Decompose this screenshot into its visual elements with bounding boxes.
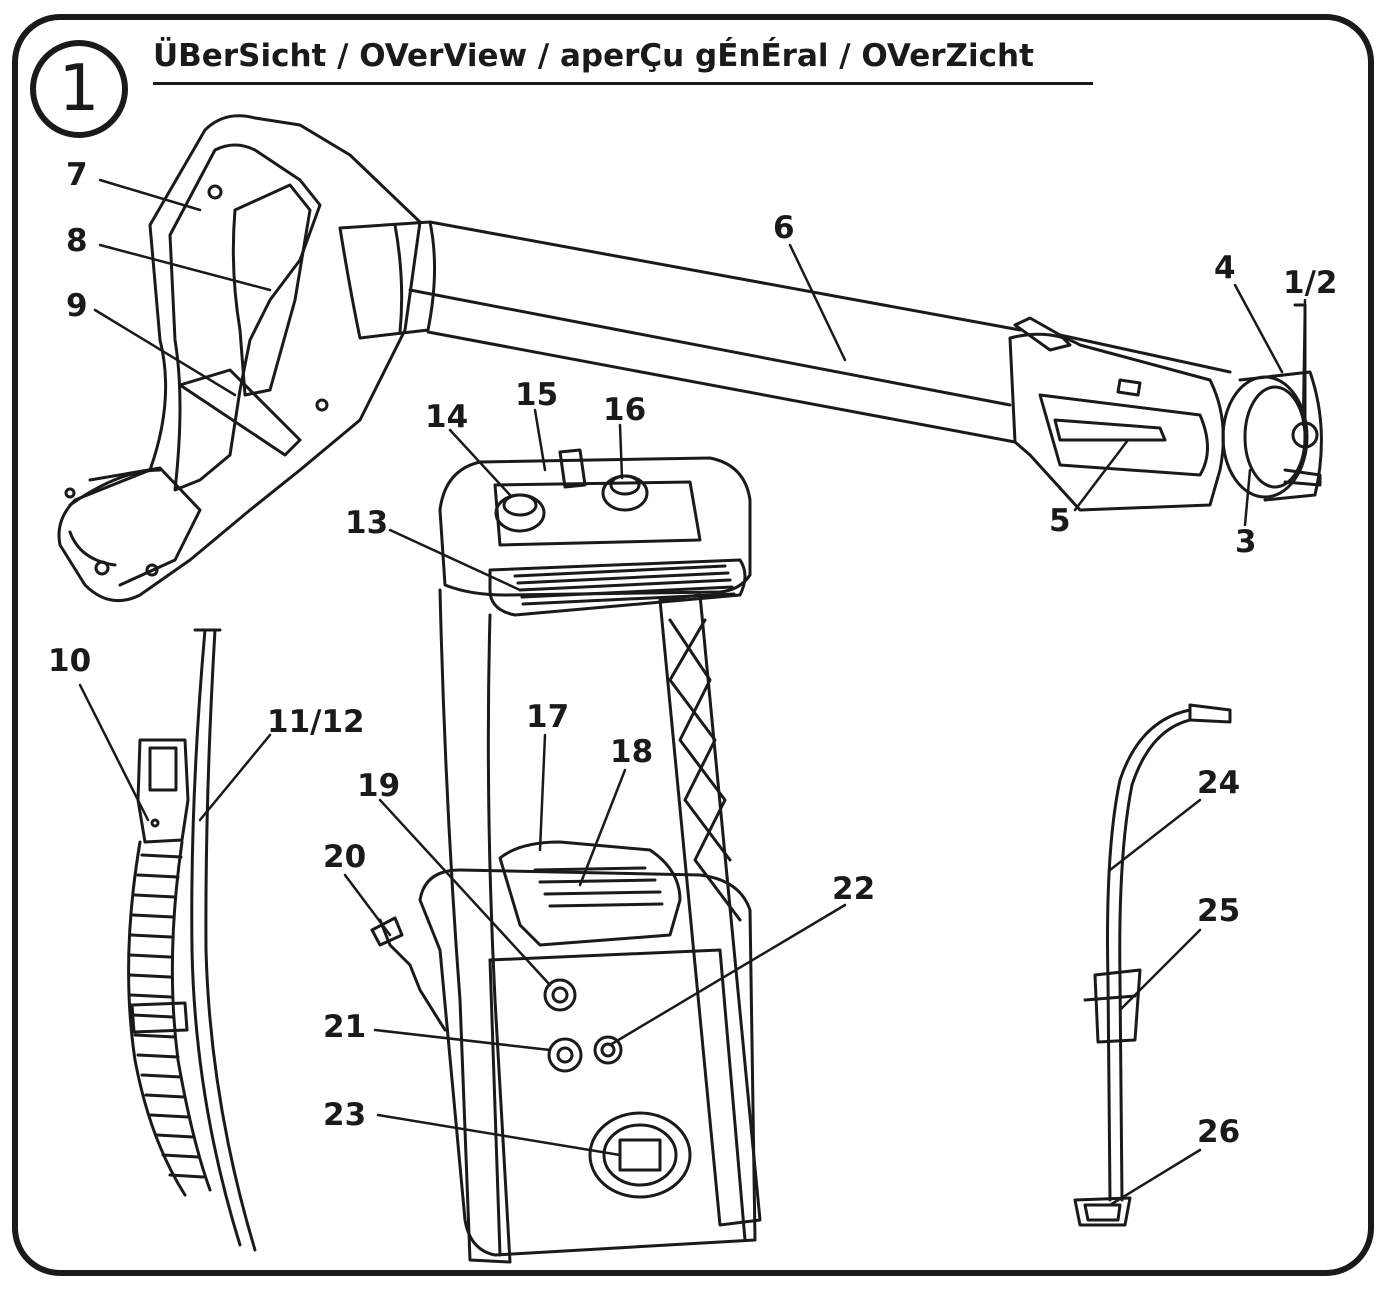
callout-25: 25 xyxy=(1197,893,1241,929)
callout-24: 24 xyxy=(1197,765,1241,801)
callout-16: 16 xyxy=(603,392,647,428)
callout-7: 7 xyxy=(66,157,88,193)
extension-lance-drawing xyxy=(1073,703,1232,1227)
washer-body-drawing xyxy=(370,448,762,1264)
callout-3: 3 xyxy=(1235,524,1257,560)
callout-13: 13 xyxy=(345,505,389,541)
callout-5: 5 xyxy=(1049,503,1071,539)
callout-6: 6 xyxy=(773,210,795,246)
callout-1-2: 1/2 xyxy=(1283,265,1338,301)
callout-10: 10 xyxy=(48,643,92,679)
callout-19: 19 xyxy=(357,768,401,804)
title-underline xyxy=(153,82,1093,85)
callout-21: 21 xyxy=(323,1009,367,1045)
leader-lines xyxy=(78,178,1307,1207)
spray-gun-drawing xyxy=(57,114,1323,603)
callout-9: 9 xyxy=(66,288,88,324)
callout-15: 15 xyxy=(515,377,559,413)
callout-11-12: 11/12 xyxy=(267,704,365,740)
callout-14: 14 xyxy=(425,399,469,435)
callout-26: 26 xyxy=(1197,1114,1241,1150)
callout-18: 18 xyxy=(610,734,654,770)
callout-17: 17 xyxy=(526,699,570,735)
callout-22: 22 xyxy=(832,871,876,907)
diagram-title: ÜBerSicht / OVerView / aperÇu gÉnÉral / … xyxy=(153,38,1034,74)
callout-4: 4 xyxy=(1214,250,1236,286)
callout-8: 8 xyxy=(66,223,88,259)
callout-23: 23 xyxy=(323,1097,367,1133)
callout-20: 20 xyxy=(323,839,367,875)
diagram-border xyxy=(12,14,1374,1276)
step-number-badge: 1 xyxy=(30,40,128,138)
